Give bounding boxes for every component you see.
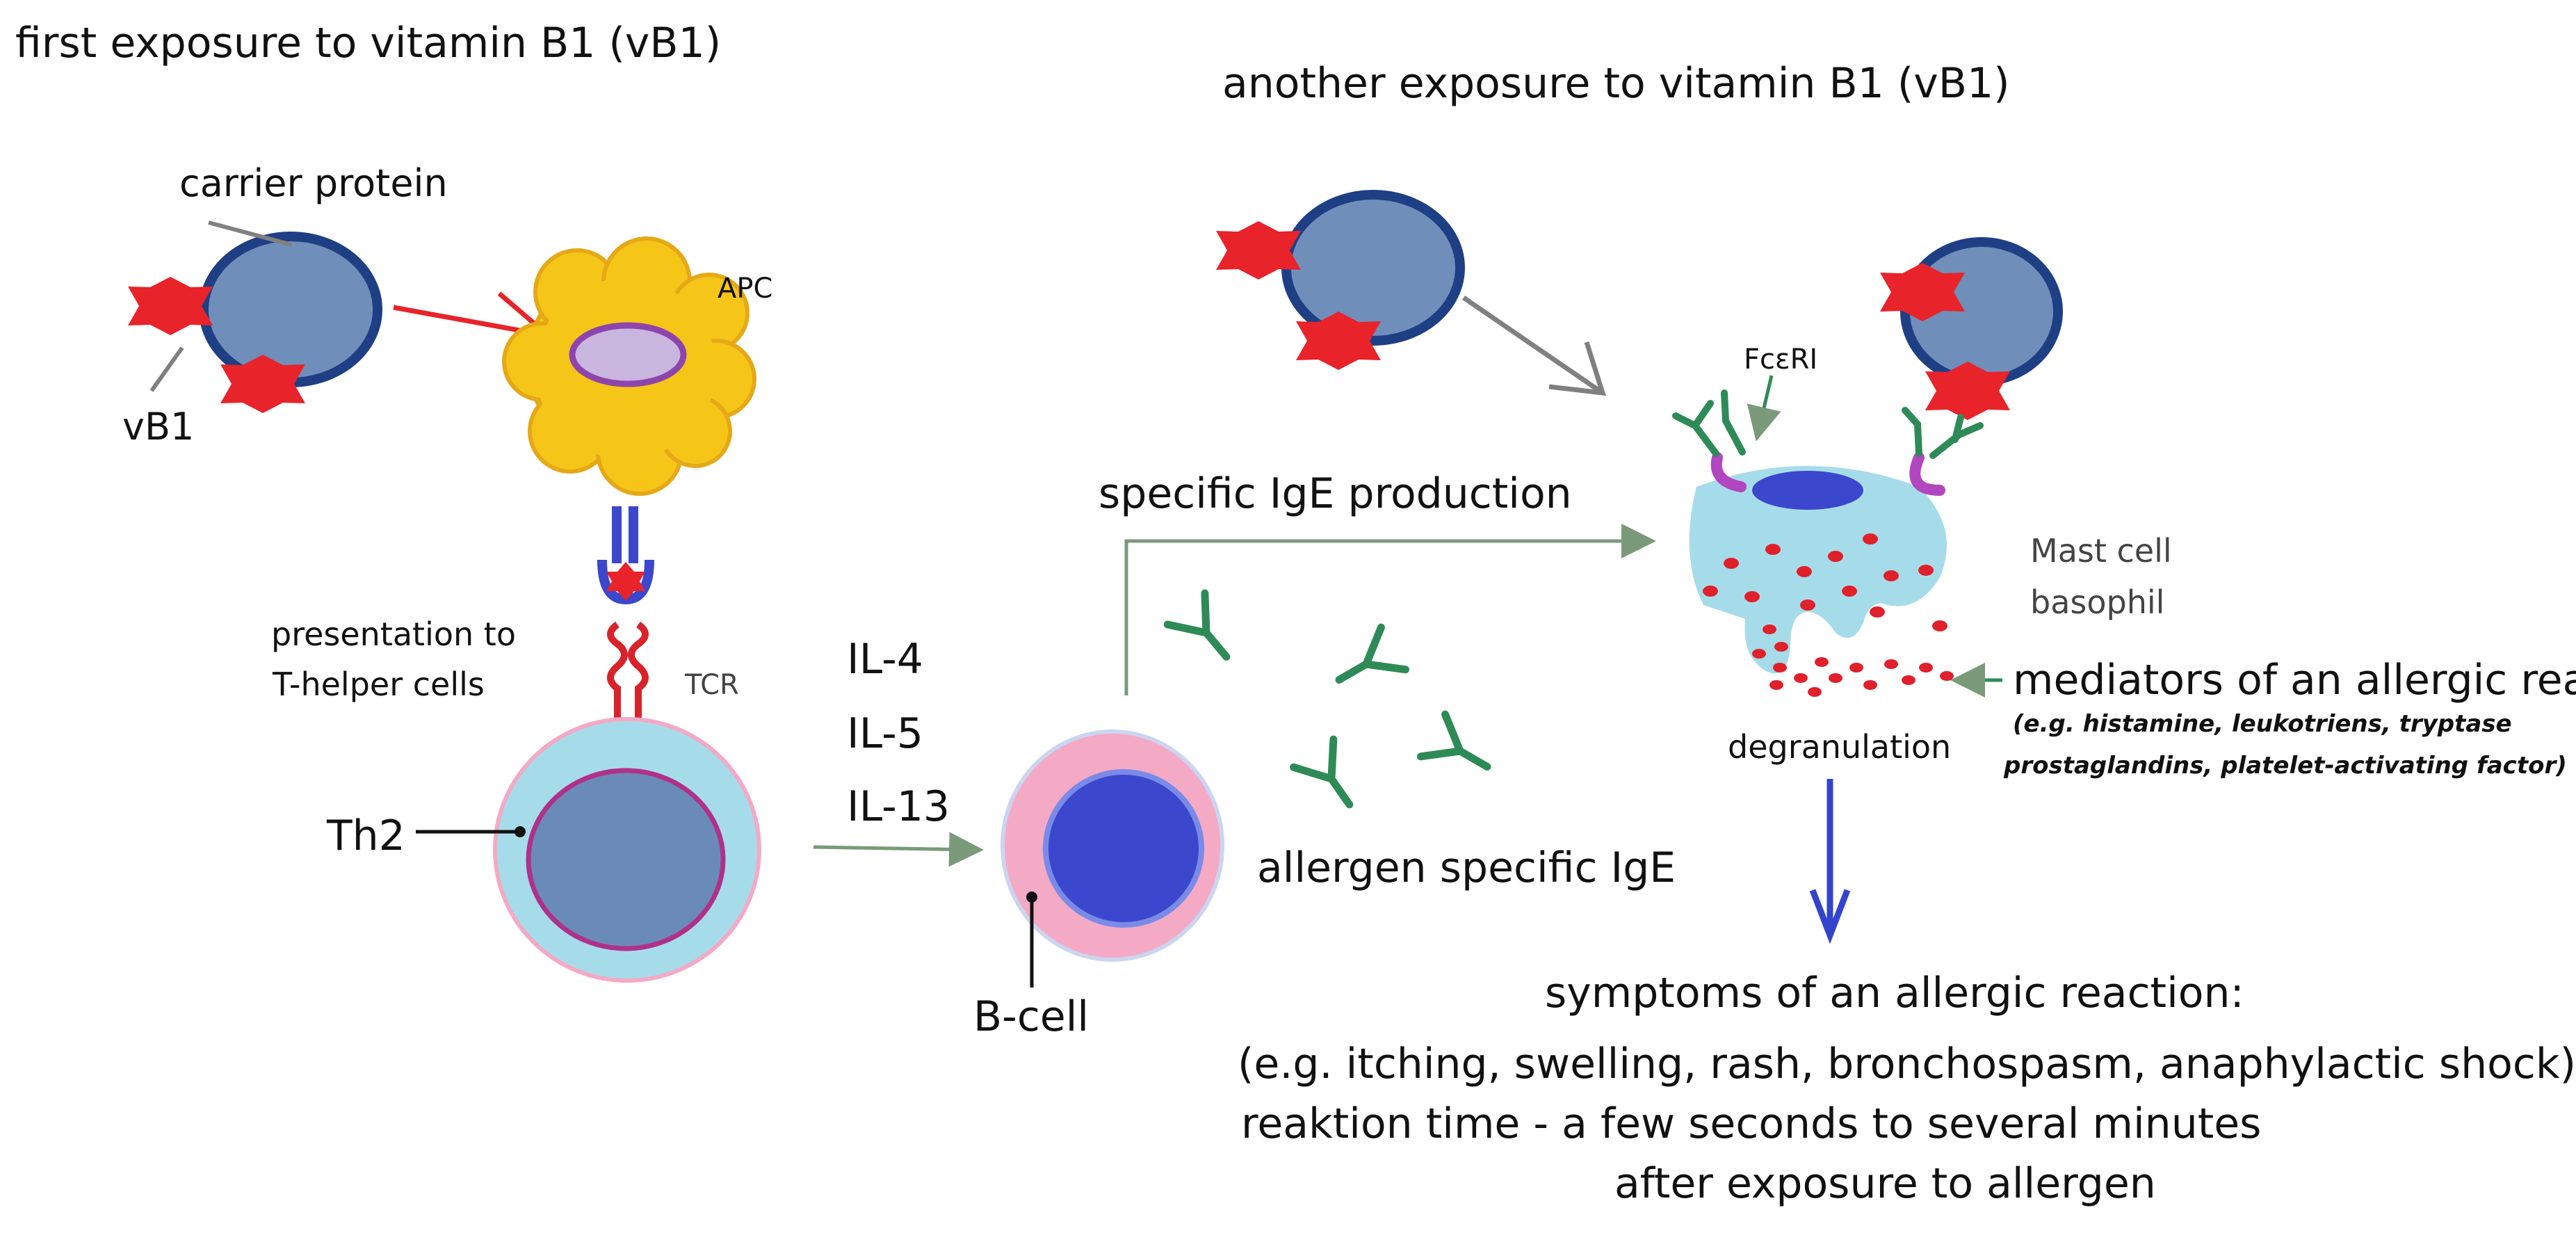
vb1-pointer (149, 346, 184, 392)
antigen-star (606, 562, 645, 601)
carrier-protein-label: carrier protein (179, 161, 448, 205)
vb1-star (1296, 312, 1381, 370)
b-cell-pointer-dot (1026, 892, 1037, 903)
allergen-specific-ige-label: allergen specific IgE (1257, 844, 1676, 892)
bound-ige (1902, 407, 1922, 457)
basophil-label: basophil (2030, 583, 2164, 621)
carrier-protein-complex-2 (1216, 190, 1465, 370)
carrier-protein-complex-1 (128, 232, 382, 413)
mast-cell (1672, 389, 1984, 674)
th2-pointer-dot (515, 826, 526, 837)
symptoms-line1: symptoms of an allergic reaction: (1545, 969, 2244, 1017)
th2-to-bcell-arrow (813, 832, 984, 867)
mediator-granules (1703, 533, 1954, 697)
vb1-label: vB1 (122, 405, 194, 449)
apc-cell (502, 236, 756, 496)
ige-antibody (1290, 735, 1354, 809)
mediators-label: mediators of an allergic reaction (2013, 656, 2576, 704)
carrier-protein (199, 232, 382, 387)
binding-arrow (1462, 296, 1606, 396)
vb1-star (128, 277, 213, 335)
mediators-examples-line1: (e.g. histamine, leukotriens, tryptase (2013, 710, 2512, 738)
bound-ige (1721, 389, 1746, 456)
presentation-label-line1: presentation to (271, 615, 516, 653)
bound-ige (1929, 414, 1984, 459)
title-another-exposure: another exposure to vitamin B1 (vB1) (1222, 59, 2010, 108)
degranulation-label: degranulation (1728, 728, 1951, 766)
vb1-star (1925, 362, 2010, 420)
apc-nucleus (569, 322, 687, 387)
b-cell-label: B-cell (973, 992, 1089, 1041)
ige-antibody (1417, 710, 1491, 771)
mast-cell-label: Mast cell (2030, 532, 2172, 570)
carrier-protein-pointer (208, 220, 293, 247)
presentation-label-line2: T-helper cells (272, 666, 485, 703)
th2-label: Th2 (326, 812, 405, 860)
symptoms-line3: reaktion time - a few seconds to several… (1241, 1099, 2261, 1148)
title-first-exposure: first exposure to vitamin B1 (vB1) (15, 19, 721, 67)
vb1-star (1880, 263, 1965, 321)
tcr-receptor (607, 621, 649, 718)
apc-label: APC (718, 273, 772, 305)
il13-label: IL-13 (847, 782, 950, 831)
mhc-complex (597, 506, 654, 605)
specific-ige-production-label: specific IgE production (1099, 469, 1572, 518)
mast-cell-nucleus (1752, 471, 1863, 510)
fc-receptor (1909, 452, 1945, 496)
carrier-protein-complex-3 (1880, 237, 2063, 420)
fceri-pointer (1747, 375, 1781, 442)
tcr-label: TCR (684, 669, 739, 701)
fceri-label: FcεRI (1744, 344, 1817, 376)
symptoms-line2: (e.g. itching, swelling, rash, bronchosp… (1238, 1040, 2576, 1088)
degranulation-arrow-head (1809, 889, 1851, 944)
th2-nucleus (526, 768, 726, 951)
vb1-star (1216, 221, 1301, 280)
il5-label: IL-5 (847, 709, 923, 758)
symptoms-line4: after exposure to allergen (1614, 1159, 2156, 1208)
ige-production-arrow (1124, 524, 1656, 695)
b-cell-nucleus (1043, 769, 1204, 928)
il4-label: IL-4 (847, 635, 923, 684)
ige-antibody (1335, 623, 1409, 684)
th2-cell (493, 717, 761, 983)
ige-antibody (1163, 589, 1231, 661)
carrier-protein (1281, 190, 1465, 346)
free-ige-antibodies (1163, 589, 1491, 809)
bound-ige (1672, 400, 1719, 457)
mediators-examples-line2: prostaglandins, platelet-activating fact… (2003, 752, 2567, 780)
vb1-star (220, 355, 305, 413)
fc-receptor (1710, 452, 1747, 492)
b-cell (1001, 730, 1224, 962)
